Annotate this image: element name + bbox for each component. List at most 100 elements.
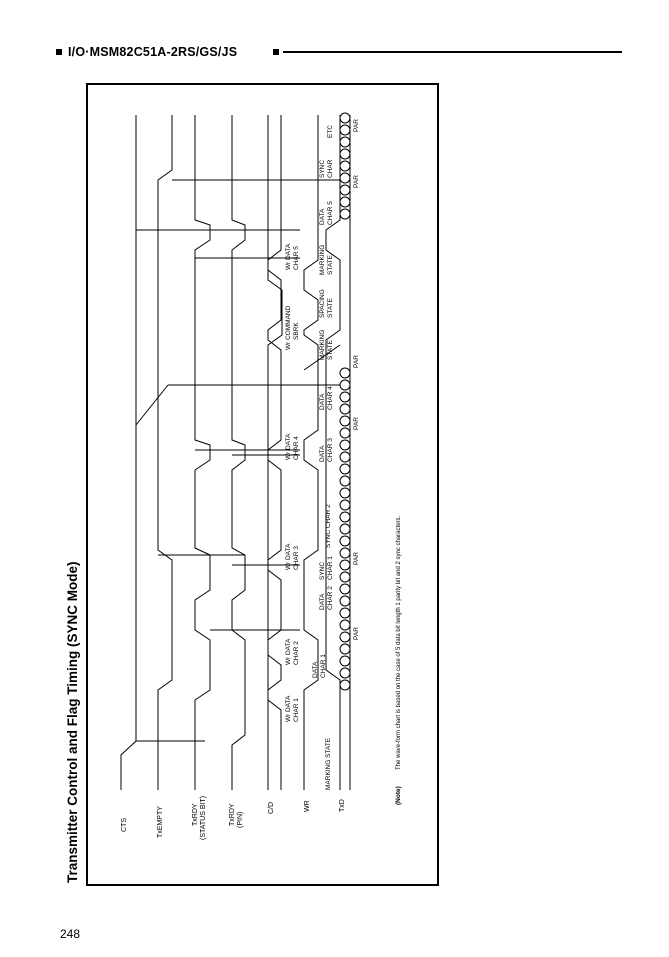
annotation-data-char3: DATA bbox=[319, 445, 326, 462]
bit-circle bbox=[339, 196, 351, 208]
annotation-par: PAR bbox=[353, 552, 360, 565]
bit-circle bbox=[339, 535, 351, 547]
annotation-par: PAR bbox=[353, 175, 360, 188]
figure-frame bbox=[86, 83, 439, 886]
annotation-marking-state2: MARKING bbox=[319, 330, 326, 360]
annotation-wr-command-sbrk-sub: SBRK bbox=[293, 322, 300, 340]
header-title: I/O·MSM82C51A-2RS/GS/JS bbox=[68, 45, 238, 59]
waveform-wr bbox=[267, 115, 282, 790]
bit-circle bbox=[339, 379, 351, 391]
bit-circle bbox=[339, 391, 351, 403]
bit-circle bbox=[339, 523, 351, 535]
bit-circle bbox=[339, 427, 351, 439]
bit-circle bbox=[339, 439, 351, 451]
annotation-sync-char1: SYNC bbox=[319, 562, 326, 580]
annotation-par: PAR bbox=[353, 417, 360, 430]
timing-arrow bbox=[135, 384, 169, 426]
bit-circle bbox=[339, 511, 351, 523]
waveforms bbox=[120, 115, 351, 790]
bit-circle bbox=[339, 451, 351, 463]
waveform-cd bbox=[267, 115, 283, 790]
waveform-txd bbox=[325, 115, 341, 790]
bit-circle bbox=[339, 499, 351, 511]
waveform-cts bbox=[120, 115, 137, 790]
annotation-data-char3-sub: CHAR 3 bbox=[327, 438, 334, 462]
bit-circle bbox=[339, 643, 351, 655]
bit-circle bbox=[339, 367, 351, 379]
signal-label-txrdy-status: TxRDY bbox=[192, 803, 199, 826]
bit-circle bbox=[339, 607, 351, 619]
timing-arrow bbox=[303, 344, 341, 371]
bit-circle bbox=[339, 595, 351, 607]
waveform-txrdy-status bbox=[194, 115, 211, 790]
bit-circle bbox=[339, 583, 351, 595]
bit-circle bbox=[339, 208, 351, 220]
bit-circle bbox=[339, 160, 351, 172]
annotation-data-char2-sub: CHAR 2 bbox=[327, 586, 334, 610]
signal-label-cd: C/D bbox=[268, 802, 275, 814]
page-header: I/O·MSM82C51A-2RS/GS/JS bbox=[56, 45, 622, 61]
annotation-marking-state3-sub: STATE bbox=[327, 254, 334, 275]
annotation-marking-state3: MARKING bbox=[319, 245, 326, 275]
bullet-square-icon bbox=[273, 49, 279, 55]
bit-circle bbox=[339, 403, 351, 415]
annotation-marking-state2-sub: STATE bbox=[327, 339, 334, 360]
annotation-data-char1-sub: CHAR 1 bbox=[320, 654, 327, 678]
page-number: 248 bbox=[60, 927, 81, 941]
annotation-data-char1: DATA bbox=[312, 661, 319, 678]
bit-circle bbox=[339, 184, 351, 196]
signal-labels: CTS TxEMPTY TxRDY (STATUS BIT) TxRDY (PI… bbox=[121, 796, 346, 840]
annotation-spacing-state: SPACING bbox=[319, 289, 326, 318]
annotation-marking-state: MARKING STATE bbox=[325, 737, 332, 790]
annotation-sync-char1-sub: CHAR 1 bbox=[327, 556, 334, 580]
annotation-wr-data-char5: Wr DATA bbox=[285, 243, 292, 270]
annotation-sync-char-etc-sub2: ETC bbox=[327, 125, 334, 138]
note-label: (Note) bbox=[395, 786, 402, 805]
signal-label-txrdy-pin: TxRDY bbox=[229, 803, 236, 826]
bit-circle bbox=[339, 679, 351, 691]
bit-circle bbox=[339, 571, 351, 583]
annotation-data-char4: DATA bbox=[319, 393, 326, 410]
annotation-wr-data-char2: Wr DATA bbox=[285, 638, 292, 665]
bit-circle bbox=[339, 172, 351, 184]
bit-circle bbox=[339, 487, 351, 499]
annotation-wr-data-char4: Wr DATA bbox=[285, 433, 292, 460]
signal-label-txrdy-status-sub: (STATUS BIT) bbox=[200, 796, 207, 840]
annotation-sync-char-etc-sub: CHAR bbox=[327, 159, 334, 178]
annotation-sync-char2: SYNC CHAR 2 bbox=[325, 504, 332, 548]
annotation-wr-command-sbrk: Wr COMMAND bbox=[285, 305, 292, 350]
annotation-sync-char-etc: SYNC bbox=[319, 160, 326, 178]
annotations: MARKING STATE Wr DATA CHAR 1 DATA CHAR 1… bbox=[285, 119, 360, 790]
signal-label-txrdy-pin-sub: (PIN) bbox=[237, 812, 244, 828]
bit-circle bbox=[339, 619, 351, 631]
bit-circle bbox=[339, 463, 351, 475]
annotation-par: PAR bbox=[353, 627, 360, 640]
annotation-wr-data-char2-sub: CHAR 2 bbox=[293, 641, 300, 665]
signal-label-txempty: TxEMPTY bbox=[157, 806, 164, 838]
waveform-txrdy-pin bbox=[231, 115, 246, 790]
annotation-data-char5-sub: CHAR 5 bbox=[327, 201, 334, 225]
header-rule bbox=[283, 51, 622, 53]
waveform-txempty bbox=[157, 115, 173, 790]
bit-circle bbox=[339, 631, 351, 643]
bit-circle bbox=[339, 667, 351, 679]
annotation-spacing-state-sub: STATE bbox=[327, 297, 334, 318]
annotation-wr-data-char1: Wr DATA bbox=[285, 695, 292, 722]
bit-circle bbox=[339, 475, 351, 487]
annotation-wr-data-char4-sub: CHAR 4 bbox=[293, 436, 300, 460]
signal-label-txd: TxD bbox=[339, 799, 346, 812]
annotation-wr-data-char1-sub: CHAR 1 bbox=[293, 698, 300, 722]
bit-circle bbox=[339, 124, 351, 136]
bit-circle bbox=[339, 415, 351, 427]
annotation-wr-data-char3: Wr DATA bbox=[285, 543, 292, 570]
annotation-data-char2: DATA bbox=[319, 593, 326, 610]
figure-title: Transmitter Control and Flag Timing (SYN… bbox=[65, 561, 80, 883]
annotation-wr-data-char5-sub: CHAR 5 bbox=[293, 246, 300, 270]
annotation-data-char5: DATA bbox=[319, 208, 326, 225]
bullet-square-icon bbox=[56, 49, 62, 55]
annotation-par: PAR bbox=[353, 355, 360, 368]
signal-label-cts: CTS bbox=[121, 818, 128, 832]
bit-circles bbox=[339, 112, 351, 691]
waveform-txd-upper bbox=[303, 115, 319, 790]
